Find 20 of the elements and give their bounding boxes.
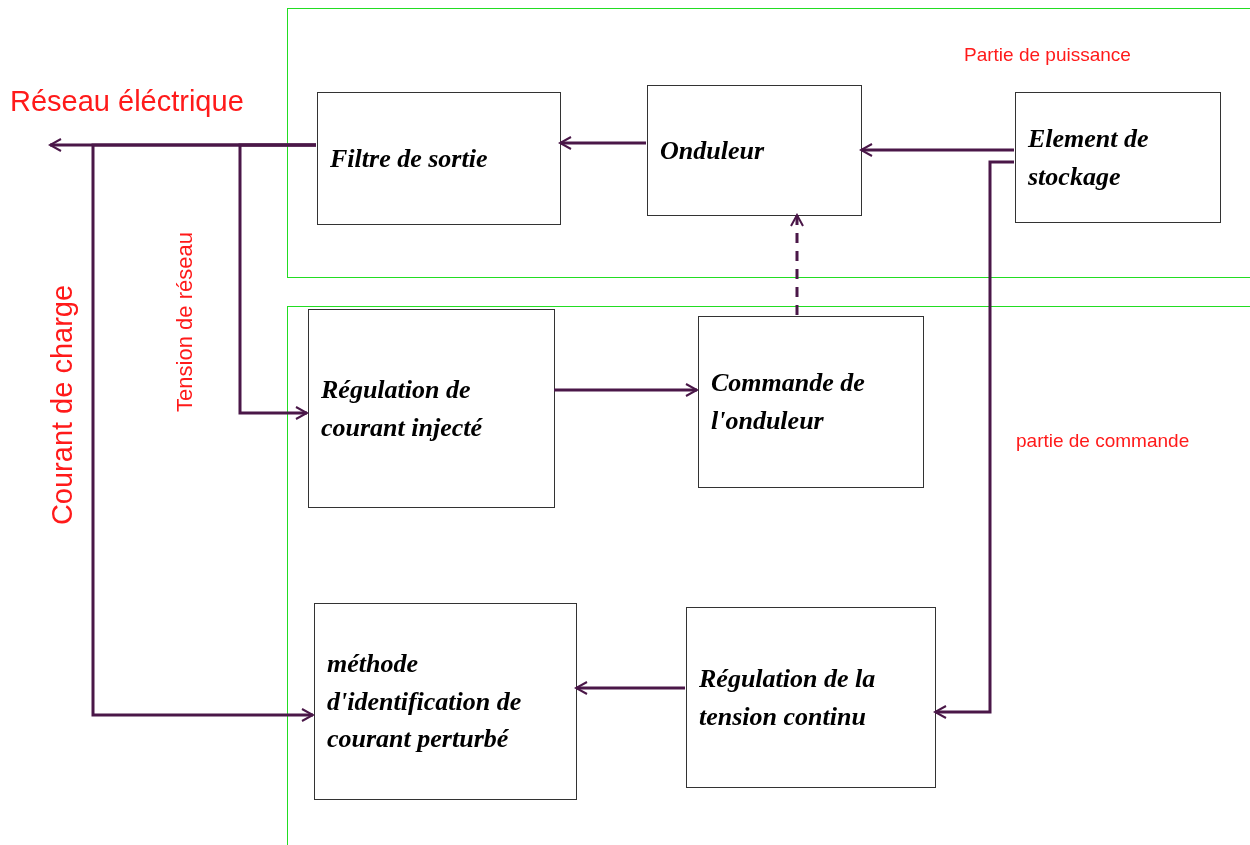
arrow — [559, 136, 646, 150]
process-box: Commande de l'onduleur — [698, 316, 924, 488]
arrow — [790, 214, 804, 315]
network-label: Réseau éléctrique — [10, 84, 244, 119]
arrow — [575, 681, 685, 695]
edge-label: Courant de charge — [47, 284, 77, 526]
group-title: partie de commande — [1016, 429, 1190, 453]
arrow — [91, 143, 316, 722]
process-box: Element de stockage — [1015, 92, 1221, 223]
process-box: Filtre de sortie — [317, 92, 561, 225]
group-title: Partie de puissance — [964, 43, 1131, 67]
process-box: Régulation de la tension continu — [686, 607, 936, 788]
arrow — [554, 383, 698, 397]
process-box: Onduleur — [647, 85, 862, 216]
group-frame — [287, 8, 1250, 278]
process-box: méthode d'identification de courant perturbé — [314, 603, 577, 800]
arrow — [934, 160, 1014, 719]
arrow — [860, 143, 1014, 157]
group-frame — [287, 306, 1250, 845]
process-box: Régulation de courant injecté — [308, 309, 555, 508]
